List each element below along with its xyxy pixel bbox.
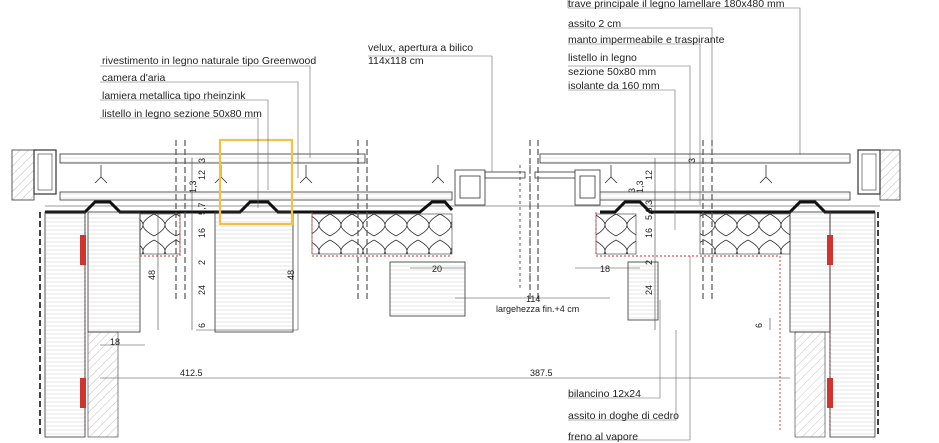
dim-5-6-3: 5,6,3 [644,200,654,220]
dim-16-right: 16 [644,228,654,238]
dim-16-left: 16 [197,228,207,238]
annotations: trave principale il legno lamellare 180x… [102,0,785,443]
label-listello-legno: listello in legno sezione 50x80 mm [102,108,262,120]
dim-3-left: 3 [197,158,207,163]
dim-2-right: 2 [644,260,654,265]
dim-18-right: 18 [600,264,610,274]
label-velux: velux, apertura a bilico [368,42,473,54]
dim-18-left: 18 [110,337,120,347]
label-bilancino: bilancino 12x24 [568,388,641,400]
dim-412-5: 412.5 [180,368,203,378]
label-manto: manto impermeabile e traspirante [568,34,725,46]
label-listello-sezione: sezione 50x80 mm [568,66,656,78]
label-rivestimento: rivestimento in legno naturale tipo Gree… [102,55,316,67]
velux-window [454,165,601,290]
dim-114: 114 [526,294,540,304]
label-lamiera: lamiera metallica tipo rheinzink [102,90,246,102]
dim-48-a: 48 [147,270,157,280]
dim-24-right: 24 [644,285,654,295]
left-wall [11,149,119,438]
dim-largh: largehezza fin.+4 cm [496,304,579,314]
highlight-box [218,138,294,226]
timber-beams [87,211,831,333]
label-isolante: isolante da 160 mm [568,80,660,92]
label-freno: freno al vapore [568,431,638,443]
metal-sheet [45,200,875,214]
label-assito: assito 2 cm [568,18,621,30]
dim-6-right: 6 [754,323,764,328]
dim-5-7-left: 5,7 [197,202,207,215]
dim-48-b: 48 [286,270,296,280]
leader-lines [100,0,801,441]
dim-20: 20 [432,264,442,274]
dim-3-right: 3 [687,158,697,163]
dim-24-left: 24 [197,285,207,295]
insulation [139,213,791,255]
dim-6-left: 6 [197,323,207,328]
dim-12-right: 12 [644,170,654,180]
label-assito-cedro: assito in doghe di cedro [568,410,679,422]
dim-2-left: 2 [197,260,207,265]
dim-1-3-right: 1,3 [635,180,645,193]
dim-3-right-b: 3 [627,188,637,193]
label-trave: trave principale il legno lamellare 180x… [568,0,785,10]
right-wall [794,149,901,438]
dimension-labels: 3 12 1,3 5,7 16 2 24 6 48 48 18 20 114 l… [110,158,764,378]
dim-12-left: 12 [197,170,207,180]
dimension-lines [100,158,790,379]
label-velux-size: 114x118 cm [368,55,424,67]
dim-387-5: 387.5 [530,368,553,378]
dim-1-3-left: 1,3 [188,180,198,193]
label-camera: camera d'aria [102,72,165,84]
label-listello: listello in legno [568,52,637,64]
